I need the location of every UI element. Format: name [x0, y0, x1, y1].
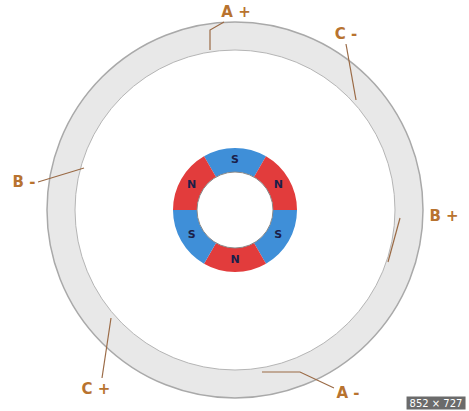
pole-label: S [274, 229, 282, 241]
pole-label: S [231, 154, 239, 166]
pole-label: S [188, 229, 196, 241]
stator-bore [75, 50, 395, 370]
leader-lines [38, 22, 400, 388]
phase-label: B - [11, 174, 38, 191]
image-size-watermark: 852 × 727 [407, 397, 466, 410]
phase-label: A - [334, 385, 361, 402]
stator-ring [47, 22, 423, 398]
phase-label: C - [333, 26, 359, 43]
pole-label: N [274, 179, 283, 191]
phase-label: C + [80, 381, 113, 398]
phase-label: A + [219, 4, 252, 21]
phase-label: B + [427, 208, 460, 225]
pole-label: N [230, 254, 239, 266]
pole-label: N [187, 179, 196, 191]
rotor [166, 148, 304, 272]
